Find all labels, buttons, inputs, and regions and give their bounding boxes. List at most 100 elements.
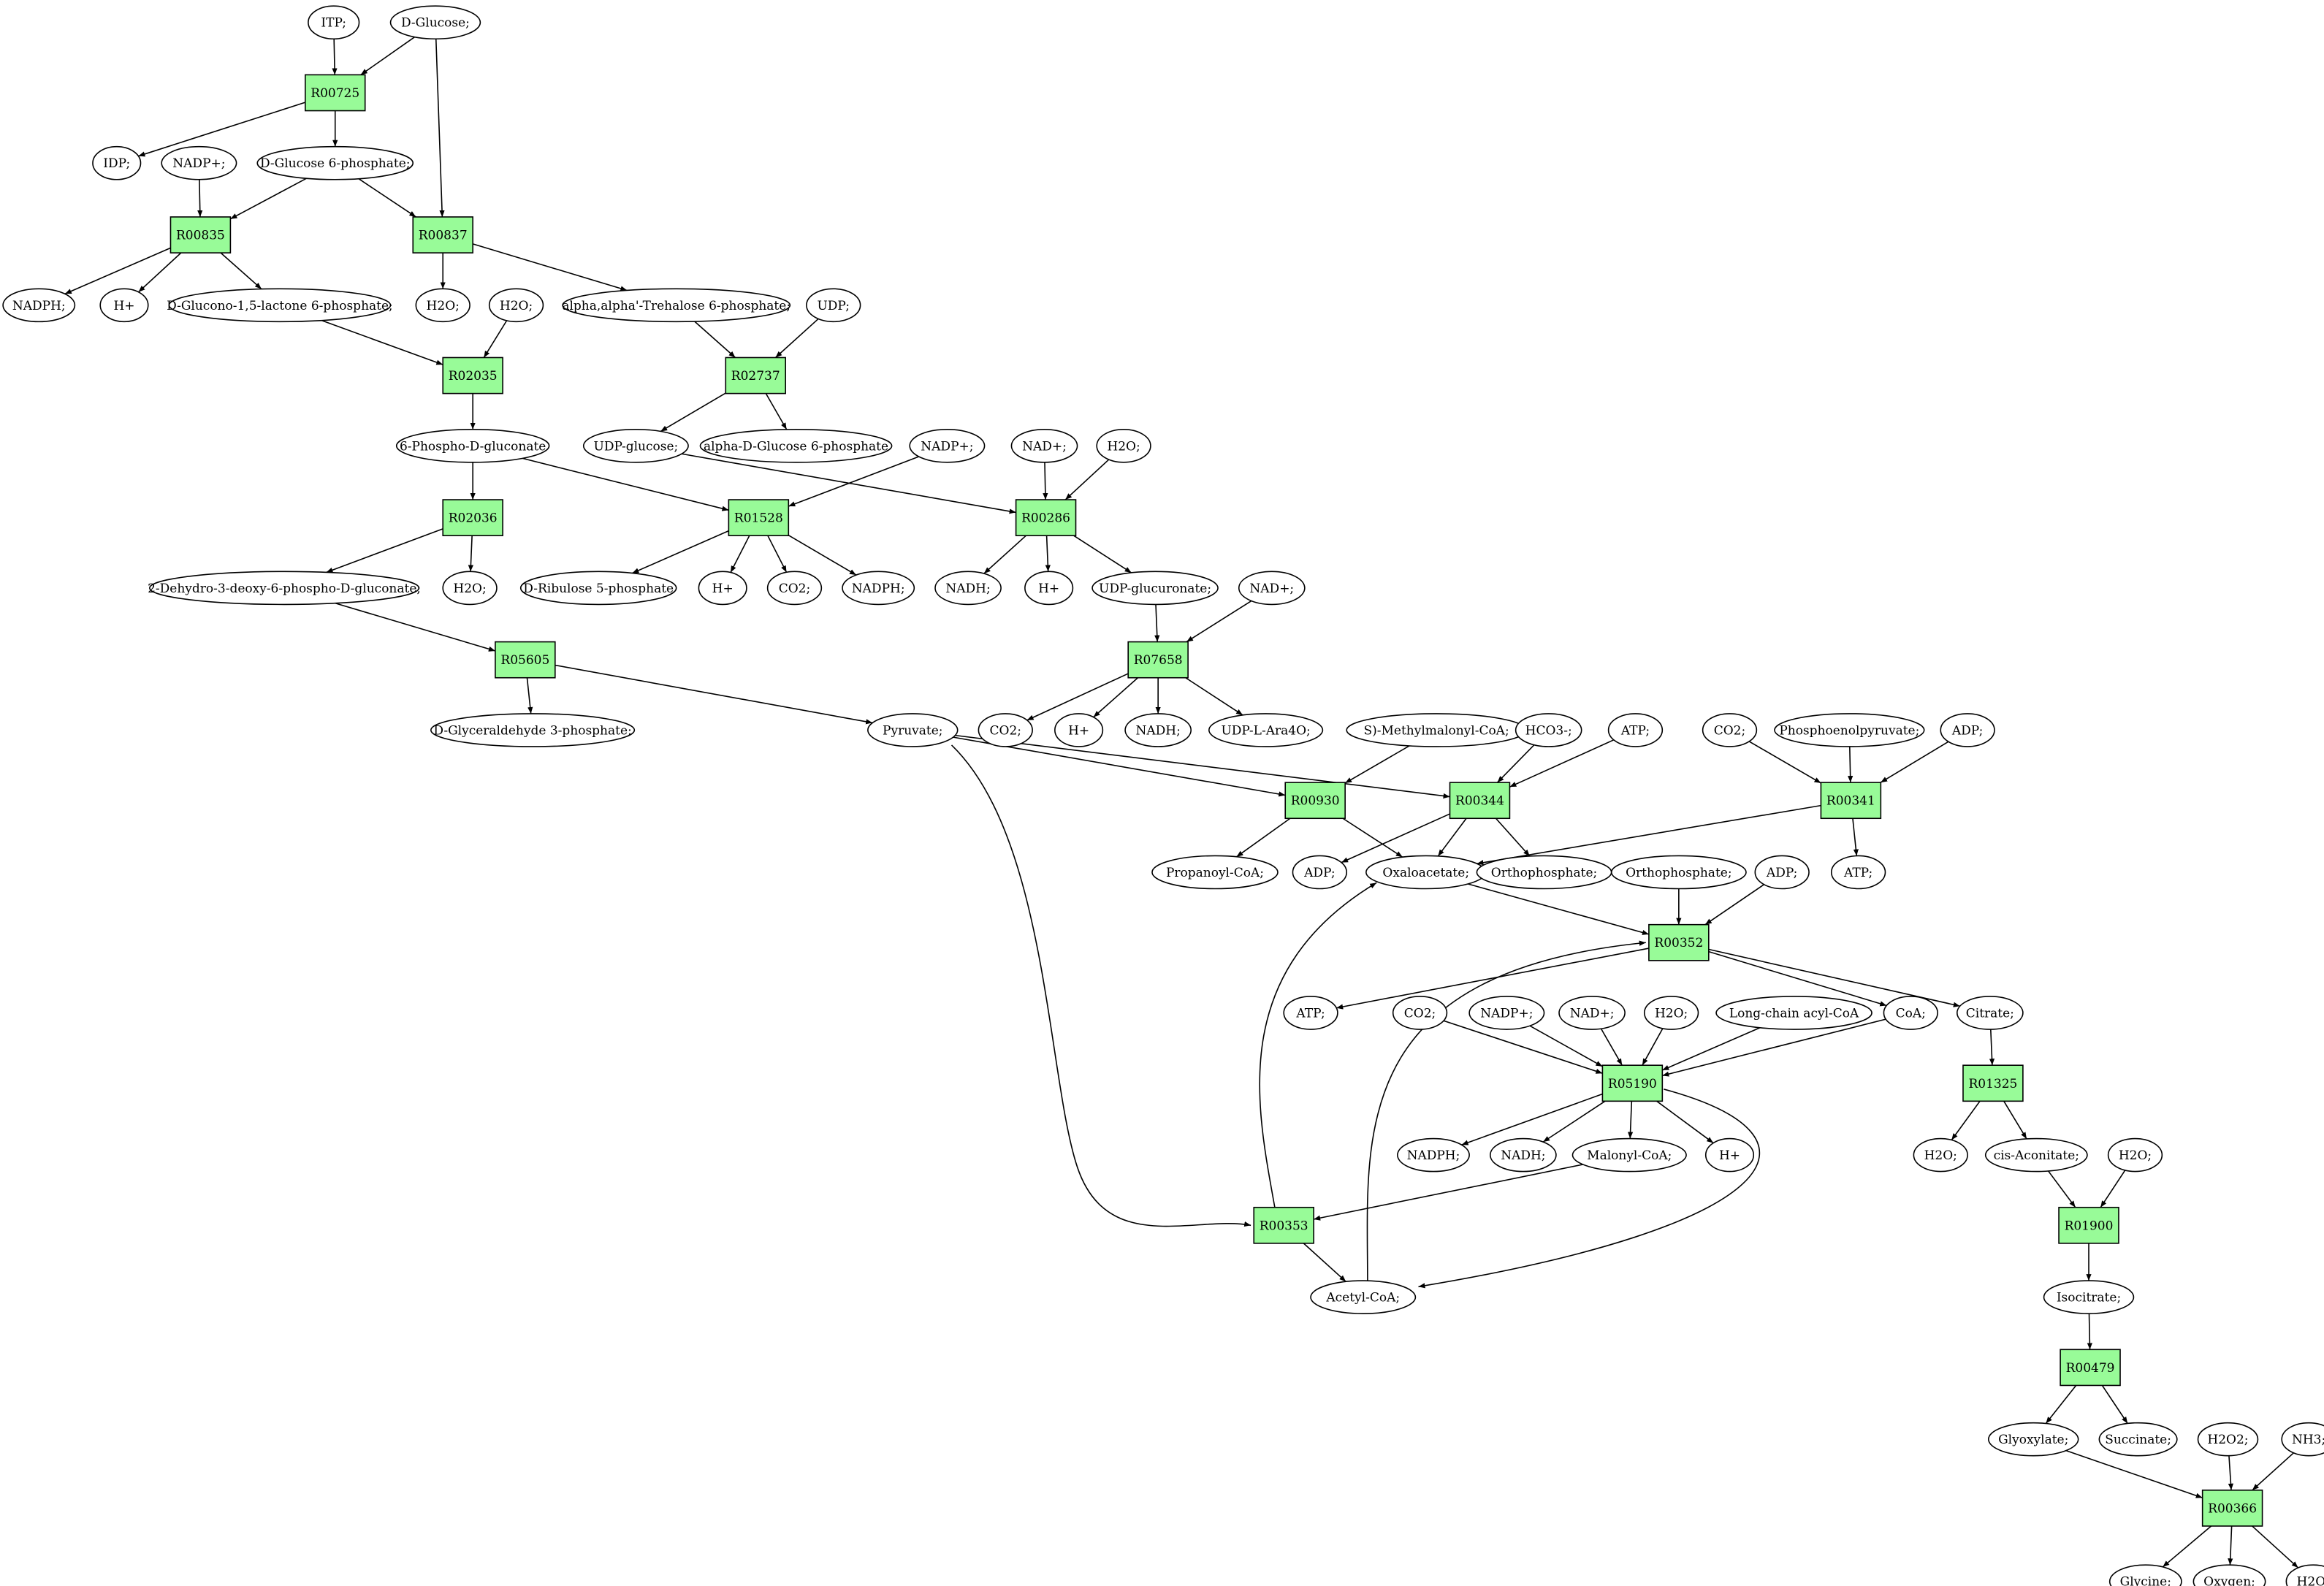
metabolite-h2o2[interactable]: H2O; (488, 288, 544, 323)
metabolite-acetylcoa[interactable]: Acetyl-CoA; (1310, 1280, 1417, 1314)
reaction-r05605[interactable]: R05605 (495, 641, 556, 679)
metabolite-h2o4[interactable]: H2O; (442, 571, 498, 606)
edge-R01528-to-ribulose5p (632, 530, 729, 574)
metabolite-co2a[interactable]: CO2; (766, 571, 823, 606)
metabolite-nad3[interactable]: NAD+; (1558, 996, 1626, 1030)
metabolite-co2b[interactable]: CO2; (978, 713, 1033, 747)
reaction-r00930[interactable]: R00930 (1284, 782, 1346, 820)
metabolite-adp1[interactable]: ADP; (1940, 713, 1995, 747)
metabolite-h2o2peroxide[interactable]: H2O2; (2197, 1422, 2259, 1457)
metabolite-glyoxylate[interactable]: Glyoxylate; (1987, 1422, 2079, 1457)
reaction-r00725[interactable]: R00725 (304, 74, 366, 112)
metabolite-h2o8[interactable]: H2O; (2285, 1564, 2324, 1586)
metabolite-nadh1[interactable]: NADH; (934, 571, 1002, 606)
metabolite-oxaloacetate[interactable]: Oxaloacetate; (1365, 855, 1487, 890)
metabolite-phosphogluconate[interactable]: 6-Phospho-D-gluconate (395, 428, 550, 463)
metabolite-trehalose6p[interactable]: alpha,alpha'-Trehalose 6-phosphate; (562, 288, 791, 323)
metabolite-dglucose[interactable]: D-Glucose; (389, 5, 481, 40)
reaction-label: R01325 (1968, 1077, 2017, 1091)
metabolite-h2o5[interactable]: H2O; (1643, 996, 1699, 1030)
edge-R01325-to-cisaconitate (2003, 1100, 2027, 1140)
metabolite-isocitrate[interactable]: Isocitrate; (2043, 1280, 2135, 1314)
metabolite-adp3[interactable]: ADP; (1754, 855, 1810, 890)
metabolite-citrate[interactable]: Citrate; (1956, 996, 2024, 1030)
reaction-r02036[interactable]: R02036 (442, 499, 503, 536)
metabolite-nadph3[interactable]: NADPH; (1397, 1137, 1470, 1173)
metabolite-g6p[interactable]: D-Glucose 6-phosphate; (256, 145, 414, 180)
metabolite-adp2[interactable]: ADP; (1292, 855, 1348, 890)
metabolite-malonyl[interactable]: Malonyl-CoA; (1571, 1137, 1687, 1173)
reaction-r00352[interactable]: R00352 (1648, 923, 1710, 961)
metabolite-h2[interactable]: H+ (698, 571, 747, 606)
metabolite-atp3[interactable]: ATP; (1283, 996, 1338, 1030)
metabolite-h5[interactable]: H+ (1704, 1137, 1755, 1173)
metabolite-udp[interactable]: UDP; (806, 288, 861, 323)
metabolite-alphag6p[interactable]: alpha-D-Glucose 6-phosphate (699, 428, 893, 463)
metabolite-methylmalonyl[interactable]: S)-Methylmalonyl-CoA; (1346, 713, 1527, 747)
metabolite-coa[interactable]: CoA; (1883, 996, 1938, 1030)
reaction-r00344[interactable]: R00344 (1449, 782, 1511, 820)
reaction-r00366[interactable]: R00366 (2201, 1490, 2263, 1527)
metabolite-nadh3[interactable]: NADH; (1490, 1137, 1557, 1173)
metabolite-atp2[interactable]: ATP; (1830, 855, 1886, 890)
reaction-r01900[interactable]: R01900 (2058, 1206, 2119, 1244)
metabolite-ortho1[interactable]: Orthophosphate; (1476, 855, 1612, 890)
metabolite-nadp3[interactable]: NADP+; (1468, 996, 1545, 1030)
metabolite-h2o1[interactable]: H2O; (415, 288, 470, 323)
reaction-r05190[interactable]: R05190 (1601, 1064, 1664, 1102)
metabolite-pep[interactable]: Phosphoenolpyruvate; (1774, 713, 1925, 747)
reaction-r00286[interactable]: R00286 (1015, 499, 1077, 536)
metabolite-ortho2[interactable]: Orthophosphate; (1610, 855, 1747, 890)
metabolite-hco3[interactable]: HCO3-; (1515, 713, 1582, 747)
metabolite-label: D-Glucose 6-phosphate; (260, 156, 411, 171)
metabolite-udpara[interactable]: UDP-L-Ara4O; (1208, 713, 1324, 747)
metabolite-udpglucose[interactable]: UDP-glucose; (582, 428, 689, 463)
metabolite-h2o3[interactable]: H2O; (1096, 428, 1151, 463)
reaction-r00837[interactable]: R00837 (412, 216, 473, 253)
metabolite-co2c[interactable]: CO2; (1702, 713, 1758, 747)
metabolite-longchain[interactable]: Long-chain acyl-CoA (1715, 996, 1872, 1030)
metabolite-h4[interactable]: H+ (1054, 713, 1104, 747)
metabolite-oxygen[interactable]: Oxygen; (2192, 1564, 2266, 1586)
metabolite-ribulose5p[interactable]: D-Ribulose 5-phosphate (519, 571, 677, 606)
metabolite-h2o6[interactable]: H2O; (1913, 1137, 1968, 1173)
metabolite-udpglucuronate[interactable]: UDP-glucuronate; (1091, 571, 1219, 606)
metabolite-co2d[interactable]: CO2; (1392, 996, 1448, 1030)
reaction-box (2201, 1490, 2263, 1527)
metabolite-h1[interactable]: H+ (99, 288, 149, 323)
metabolite-atp1[interactable]: ATP; (1607, 713, 1664, 747)
metabolite-itp[interactable]: ITP; (308, 5, 360, 40)
metabolite-g3p[interactable]: D-Glyceraldehyde 3-phosphate; (430, 713, 636, 747)
edge-R00835-to-nadph1 (64, 247, 171, 295)
metabolite-nad1[interactable]: NAD+; (1010, 428, 1078, 463)
metabolite-h2o7[interactable]: H2O; (2107, 1137, 2163, 1173)
metabolite-kdpg[interactable]: 2-Dehydro-3-deoxy-6-phospho-D-gluconate; (148, 571, 421, 606)
reaction-r01325[interactable]: R01325 (1962, 1064, 2024, 1102)
metabolite-succinate[interactable]: Succinate; (2098, 1422, 2178, 1457)
metabolite-label: NH3; (2292, 1433, 2324, 1447)
metabolite-nadph1[interactable]: NADPH; (2, 288, 76, 323)
reaction-r02737[interactable]: R02737 (725, 357, 787, 394)
metabolite-nadp1[interactable]: NADP+; (161, 145, 237, 180)
metabolite-nadh2[interactable]: NADH; (1124, 713, 1192, 747)
metabolite-nadph2[interactable]: NADPH; (842, 571, 915, 606)
metabolite-cisaconitate[interactable]: cis-Aconitate; (1984, 1137, 2088, 1173)
metabolite-nh3[interactable]: NH3; (2281, 1422, 2324, 1457)
reaction-r07658[interactable]: R07658 (1127, 641, 1189, 679)
metabolite-ellipse (1490, 1137, 1557, 1173)
reaction-r00341[interactable]: R00341 (1820, 782, 1882, 820)
reaction-r01528[interactable]: R01528 (728, 499, 790, 536)
reaction-r00835[interactable]: R00835 (169, 216, 232, 253)
metabolite-pyruvate[interactable]: Pyruvate; (867, 713, 959, 747)
metabolite-glycine[interactable]: Glycine; (2108, 1564, 2182, 1586)
reaction-r02035[interactable]: R02035 (442, 357, 503, 394)
metabolite-dglucono[interactable]: D-Glucono-1,5-lactone 6-phosphate; (167, 288, 393, 323)
reaction-r00353[interactable]: R00353 (1253, 1206, 1314, 1244)
metabolite-nadp2[interactable]: NADP+; (909, 428, 986, 463)
reaction-r00479[interactable]: R00479 (2060, 1349, 2121, 1387)
metabolite-label: H+ (1068, 723, 1089, 738)
metabolite-h3[interactable]: H+ (1024, 571, 1074, 606)
metabolite-idp[interactable]: IDP; (92, 145, 142, 180)
metabolite-propanoyl[interactable]: Propanoyl-CoA; (1151, 855, 1279, 890)
metabolite-nad2[interactable]: NAD+; (1238, 571, 1306, 606)
